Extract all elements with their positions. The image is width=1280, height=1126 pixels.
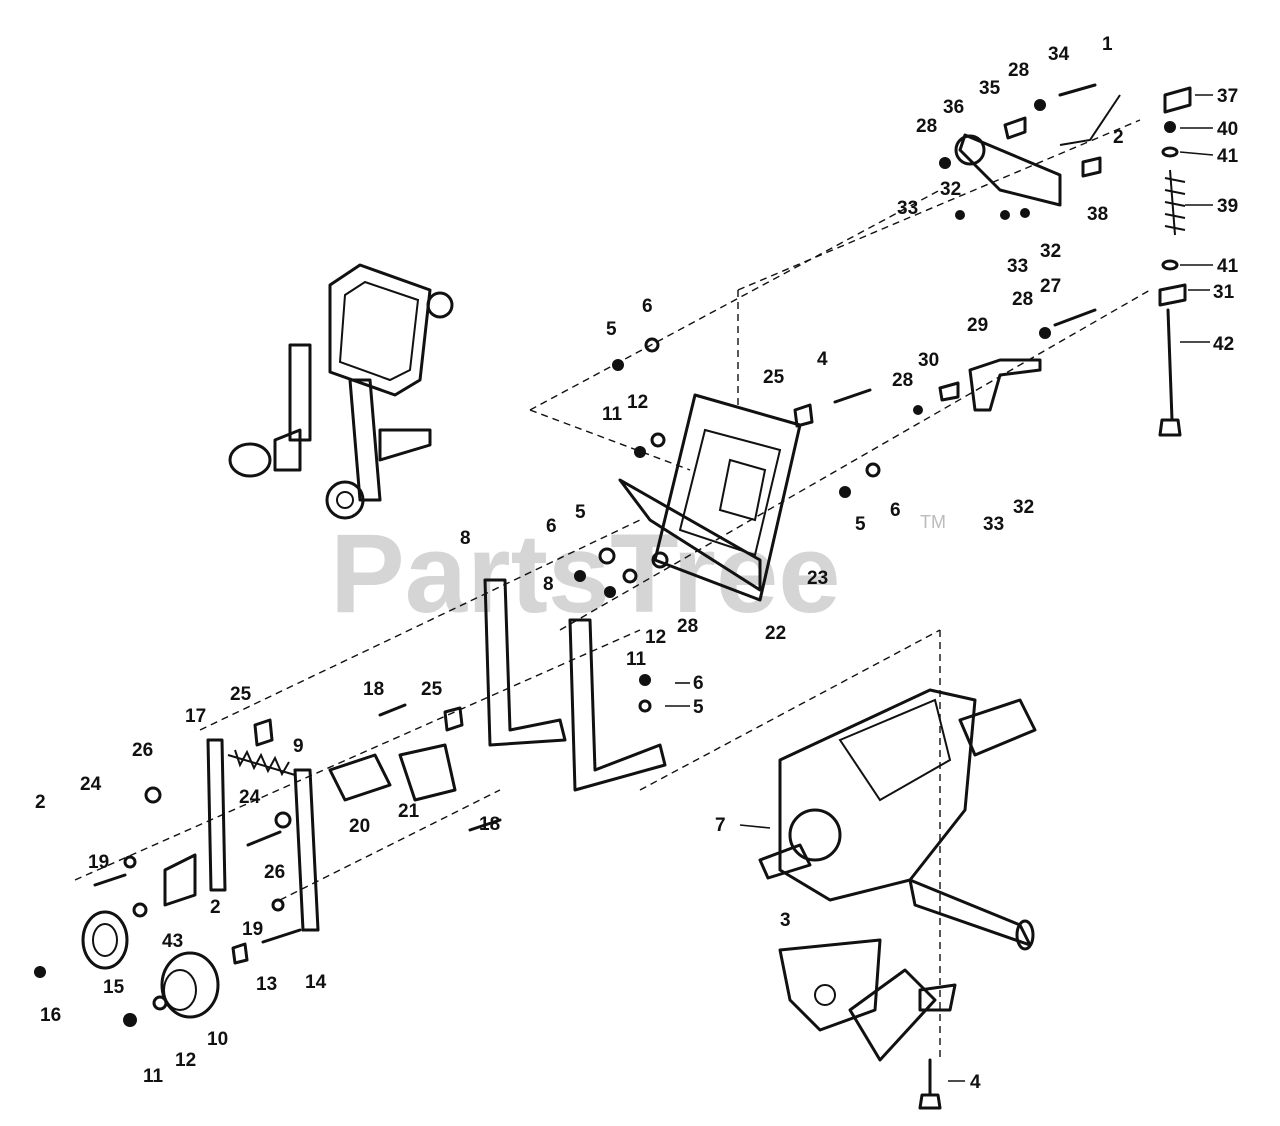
callout-37: 37	[1217, 86, 1238, 107]
callout-21: 21	[398, 801, 420, 822]
callout-28: 28	[1012, 289, 1033, 310]
callout-4: 4	[817, 349, 828, 370]
callout-32: 32	[1013, 497, 1034, 518]
callout-28: 28	[892, 370, 913, 391]
callout-32: 32	[1040, 241, 1061, 262]
hardware	[34, 83, 1179, 1110]
transmission	[758, 688, 1037, 1062]
callout-4: 4	[970, 1072, 981, 1093]
callout-17: 17	[185, 706, 206, 727]
callout-19: 19	[242, 919, 263, 940]
brackets	[483, 578, 667, 792]
callout-40: 40	[1217, 119, 1238, 140]
callout-22: 22	[765, 623, 786, 644]
callout-5: 5	[855, 514, 866, 535]
mounting-plate	[618, 393, 802, 602]
callout-31: 31	[1213, 282, 1235, 303]
callout-6: 6	[546, 516, 557, 537]
callout-6: 6	[693, 673, 704, 694]
callout-24: 24	[239, 787, 261, 808]
callout-26: 26	[132, 740, 153, 761]
callout-6: 6	[890, 500, 901, 521]
callout-33: 33	[1007, 256, 1028, 277]
callout-5: 5	[575, 502, 586, 523]
lever-arms	[163, 738, 320, 932]
callout-7: 7	[715, 815, 726, 836]
callout-20: 20	[349, 816, 370, 837]
callout-32: 32	[940, 179, 961, 200]
callout-41: 41	[1217, 256, 1239, 277]
callout-28: 28	[1008, 60, 1029, 81]
callout-5: 5	[693, 697, 704, 718]
callout-11: 11	[602, 404, 623, 425]
callout-15: 15	[103, 977, 125, 998]
callout-25: 25	[763, 367, 785, 388]
callout-11: 11	[143, 1066, 164, 1087]
callout-2: 2	[210, 897, 221, 918]
callout-12: 12	[175, 1050, 196, 1071]
callout-35: 35	[979, 78, 1001, 99]
callout-30: 30	[918, 350, 939, 371]
callout-9: 9	[293, 736, 304, 757]
callout-12: 12	[627, 392, 648, 413]
callout-5: 5	[606, 319, 617, 340]
callout-42: 42	[1213, 334, 1234, 355]
callout-43: 43	[162, 931, 183, 952]
callout-3: 3	[780, 910, 791, 931]
callout-34: 34	[1048, 44, 1070, 65]
callout-24: 24	[80, 774, 102, 795]
callout-2: 2	[1113, 127, 1124, 148]
callout-36: 36	[943, 97, 964, 118]
callout-25: 25	[230, 684, 252, 705]
callout-10: 10	[207, 1029, 228, 1050]
callout-1: 1	[1102, 34, 1113, 55]
callout-18: 18	[479, 814, 500, 835]
callout-8: 8	[543, 574, 554, 595]
callout-8: 8	[460, 528, 471, 549]
callout-13: 13	[256, 974, 277, 995]
callout-38: 38	[1087, 204, 1108, 225]
callout-12: 12	[645, 627, 666, 648]
callout-25: 25	[421, 679, 443, 700]
assembled-view	[228, 263, 454, 520]
callout-26: 26	[264, 862, 285, 883]
callout-labels: 1 2 2 2 3 4 4 5 5 5 5 6 6 6 6 7 8 8 9 10…	[35, 34, 1239, 1093]
callout-2: 2	[35, 792, 46, 813]
assembly-lines	[74, 119, 1151, 1060]
callout-41: 41	[1217, 146, 1239, 167]
callout-18: 18	[363, 679, 384, 700]
callout-39: 39	[1217, 196, 1238, 217]
callout-28: 28	[916, 116, 937, 137]
callout-16: 16	[40, 1005, 61, 1026]
small-brackets	[328, 743, 457, 802]
callout-33: 33	[983, 514, 1004, 535]
pulleys	[81, 910, 220, 1019]
callout-11: 11	[626, 649, 647, 670]
callout-14: 14	[305, 972, 327, 993]
leader-lines	[665, 94, 1214, 1082]
callout-6: 6	[642, 296, 653, 317]
callout-29: 29	[967, 315, 988, 336]
callout-19: 19	[88, 852, 109, 873]
top-linkage	[954, 86, 1192, 437]
callout-23: 23	[807, 568, 828, 589]
callout-33: 33	[897, 198, 918, 219]
callout-28: 28	[677, 616, 698, 637]
callout-27: 27	[1040, 276, 1061, 297]
watermark-trademark: TM	[920, 512, 946, 532]
